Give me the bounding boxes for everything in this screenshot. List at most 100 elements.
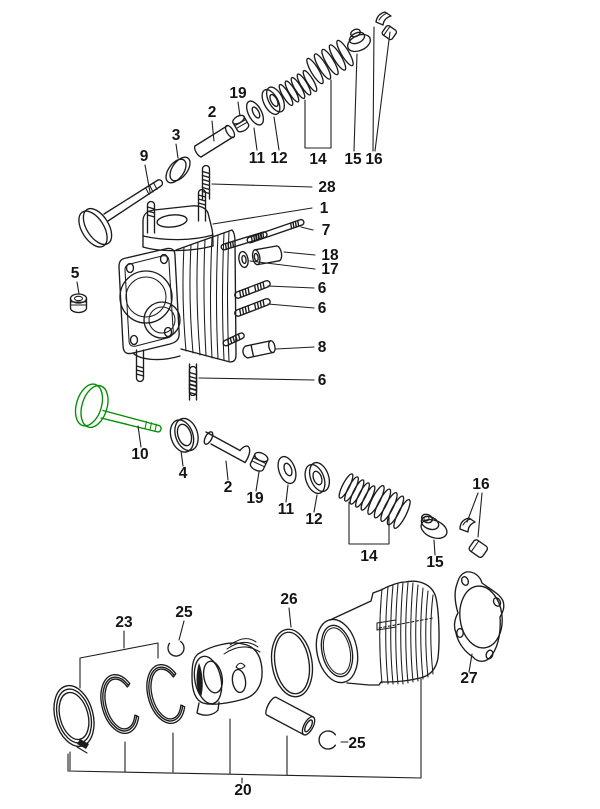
long-studs: [219, 218, 306, 252]
part-number-label: 15: [426, 554, 444, 571]
washer-large-upper: [261, 86, 286, 116]
part-number-label: 6: [318, 300, 327, 317]
spacer-sleeve: [251, 245, 283, 266]
artwork: [53, 11, 505, 754]
callout-14-25: 14: [360, 548, 378, 565]
callout-7-11: 7: [300, 222, 330, 239]
leader-line: [180, 450, 184, 467]
callout-6-14: 6: [267, 280, 327, 297]
leader-line: [144, 164, 151, 193]
leader-line: [249, 260, 316, 270]
part-number-label: 14: [360, 548, 378, 565]
part-number-label: 10: [131, 446, 148, 463]
leader-line: [313, 494, 318, 513]
part-number-label: 2: [224, 479, 233, 496]
cylinder-barrel: [315, 580, 440, 686]
valve-springs-lower: [338, 473, 411, 530]
nut-lower: [249, 451, 269, 472]
screw-plug: [69, 293, 88, 314]
callout-19-3: 19: [229, 85, 247, 117]
callout-25-30: 25: [175, 604, 193, 641]
part-number-label: 17: [321, 261, 338, 278]
part-number-label: 1: [320, 200, 329, 217]
leader-line: [237, 101, 241, 117]
leader-line: [300, 226, 314, 231]
callout-5-18: 5: [71, 265, 80, 295]
leader-line: [198, 377, 315, 381]
leader-line: [466, 492, 479, 523]
callout-9-0: 9: [140, 148, 151, 193]
callout-27-28: 27: [460, 653, 478, 687]
part-number-label: 25: [175, 604, 193, 621]
part-number-label: 16: [365, 151, 383, 168]
callout-8-16: 8: [275, 339, 327, 356]
upper-valve: [78, 179, 164, 248]
valve-guide-lower: [203, 431, 251, 464]
bracket-14-lower: [348, 501, 390, 545]
leader-line: [211, 120, 215, 142]
washer-17: [238, 250, 249, 269]
callout-10-19: 10: [131, 425, 149, 463]
callout-2-21: 2: [224, 460, 233, 496]
part-number-label: 11: [278, 501, 295, 518]
cap-nut: [242, 340, 276, 359]
callout-12-24: 12: [305, 494, 323, 528]
callout-19-22: 19: [246, 471, 264, 507]
part-number-label: 18: [321, 247, 339, 264]
leader-line: [477, 492, 483, 538]
part-number-label: 15: [344, 151, 362, 168]
part-number-label: 12: [305, 511, 322, 528]
part-number-label: 12: [270, 150, 287, 167]
leader-line: [178, 620, 185, 641]
washer-small-lower: [277, 455, 297, 485]
spring-retainer-upper: [346, 28, 372, 53]
valve-spring-seat-disc: [165, 156, 191, 184]
part-number-label: 25: [348, 735, 366, 752]
part-number-label: 28: [318, 179, 336, 196]
spring-retainer-lower: [420, 513, 448, 540]
callout-11-4: 11: [249, 127, 266, 167]
bracket-14-top: [304, 79, 332, 149]
callout-6-17: 6: [198, 372, 327, 389]
bracket-23: [79, 642, 159, 689]
leader-line: [433, 539, 436, 556]
leader-line: [288, 607, 292, 628]
leader-line: [175, 143, 179, 159]
part-number-label: 20: [234, 782, 251, 799]
bracket-20: [67, 678, 422, 779]
base-gasket: [453, 571, 505, 662]
valve-guide-upper: [194, 124, 236, 158]
leader-line: [374, 31, 391, 152]
callout-12-5: 12: [270, 116, 288, 167]
o-ring-seal: [270, 628, 314, 698]
callout-2-2: 2: [208, 104, 217, 142]
circlip-lower: [318, 730, 337, 750]
circlip-upper: [167, 640, 185, 657]
part-number-label: 26: [280, 591, 298, 608]
leader-line: [468, 653, 473, 673]
leader-line: [225, 460, 229, 481]
callout-23-29: 23: [115, 614, 133, 649]
cylinder-head: [118, 188, 237, 397]
part-number-label: 9: [140, 148, 149, 165]
part-number-label: 19: [229, 85, 247, 102]
leader-line: [76, 281, 80, 295]
nut-upper: [232, 114, 250, 133]
part-number-label: 2: [208, 104, 217, 121]
washer-large-lower: [304, 461, 331, 495]
valve-seat-ring: [169, 417, 199, 453]
callout-4-20: 4: [179, 450, 188, 482]
callout-11-23: 11: [278, 484, 295, 518]
callout-15-7: 15: [344, 53, 362, 168]
leader-line: [212, 207, 313, 225]
leader-line: [267, 285, 315, 289]
callout-26-31: 26: [280, 591, 298, 628]
callout-16-27: 16: [466, 476, 490, 538]
piston: [191, 638, 263, 716]
highlighted-valve: [74, 383, 162, 433]
studs-6: [188, 279, 272, 401]
leader-line: [273, 116, 280, 151]
piston-pin: [265, 696, 316, 736]
